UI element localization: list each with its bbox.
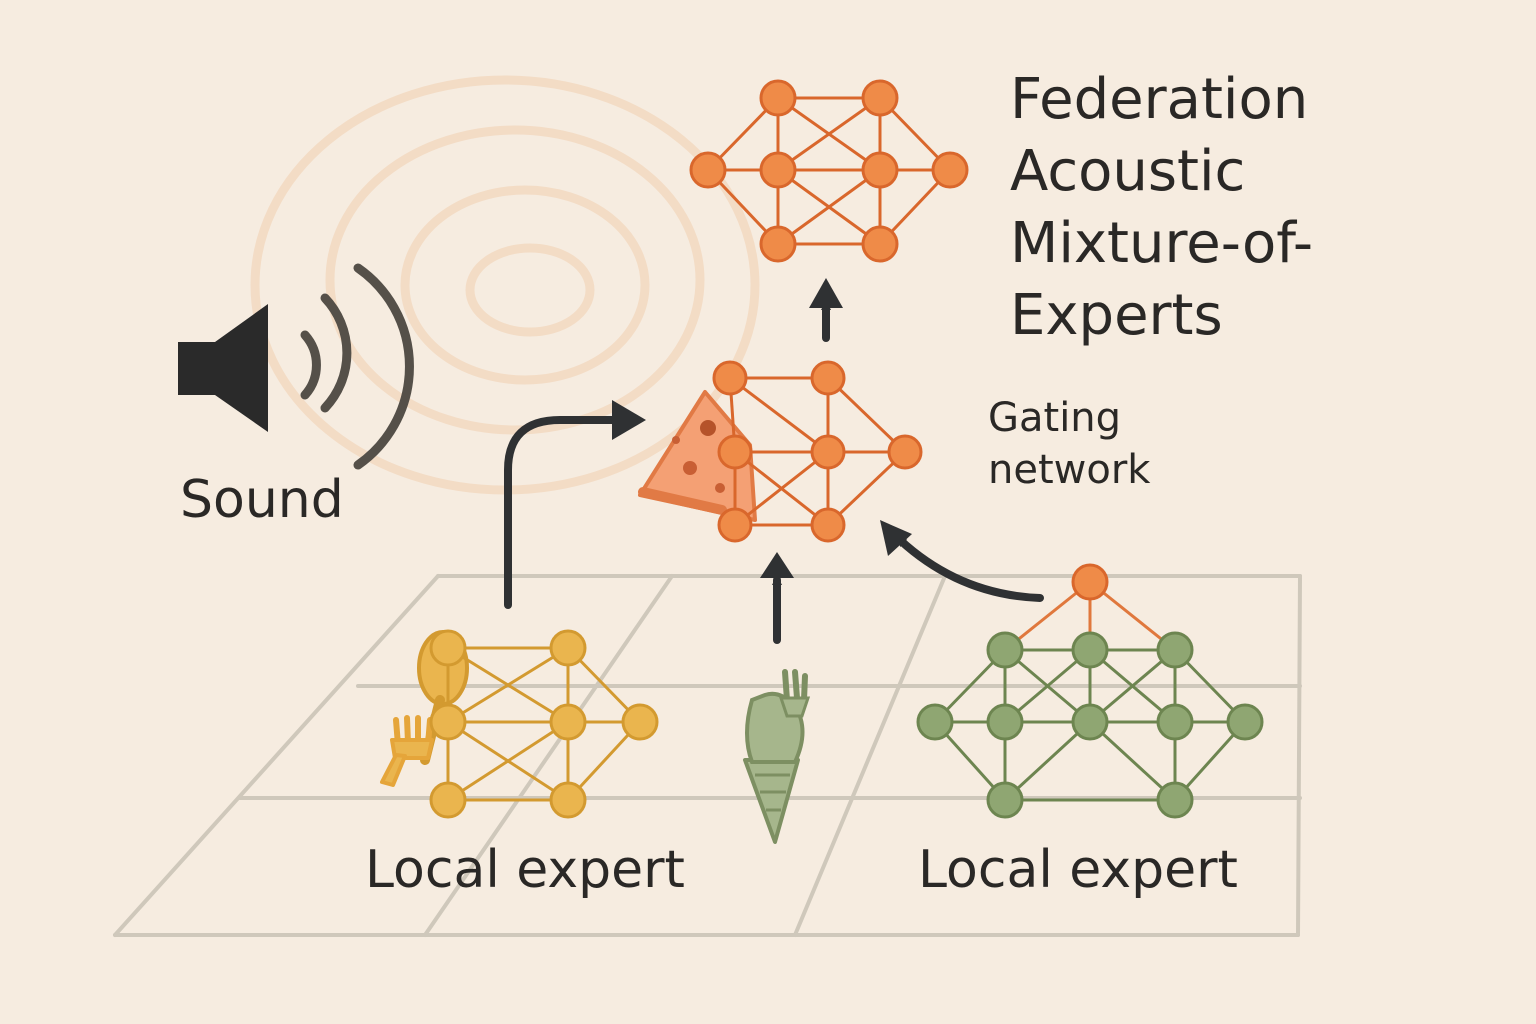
network-node: [1226, 703, 1264, 741]
network-node: [1071, 563, 1109, 601]
network-edge: [777, 96, 881, 172]
sound-label: Sound: [180, 470, 344, 530]
floor-grid: [113, 574, 1302, 937]
network-node: [810, 434, 846, 470]
network-edge: [826, 450, 907, 527]
arrow-left-expert-to-gating: [504, 415, 630, 609]
gating-label-line-2: network: [988, 447, 1151, 493]
speaker-icon: [178, 263, 414, 470]
title-line-1: Federation: [1010, 67, 1309, 132]
network-edge: [1003, 720, 1092, 802]
network-edge: [777, 168, 881, 246]
fork-icon: [380, 715, 434, 787]
local-expert-left-label: Local expert: [365, 840, 685, 900]
network-node: [861, 79, 899, 117]
gating-network-label: Gating network: [988, 392, 1150, 496]
network-edge: [1004, 648, 1091, 724]
network-node: [861, 151, 899, 189]
federation-network: [689, 79, 969, 263]
title-line-2: Acoustic: [1010, 139, 1246, 204]
network-node: [759, 225, 797, 263]
network-edge: [447, 646, 569, 724]
right-local-expert-network: [916, 563, 1264, 819]
local-expert-right-label: Local expert: [918, 840, 1238, 900]
network-node: [1071, 703, 1109, 741]
network-node: [861, 225, 899, 263]
network-edge: [734, 450, 829, 527]
network-edge: [1088, 720, 1177, 802]
network-node: [549, 781, 587, 819]
arrows: [504, 300, 1044, 644]
network-node: [429, 629, 467, 667]
network-node: [759, 151, 797, 189]
network-node: [717, 507, 753, 543]
arrow-right-expert-to-gating: [896, 536, 1044, 602]
title-line-3: Mixture-of-: [1010, 211, 1314, 276]
diagram-title: Federation Acoustic Mixture-of- Experts: [1010, 64, 1313, 352]
network-node: [810, 360, 846, 396]
gating-network: [712, 360, 923, 543]
network-node: [549, 703, 587, 741]
network-node: [986, 781, 1024, 819]
network-node: [986, 703, 1024, 741]
network-node: [916, 703, 954, 741]
network-node: [1156, 781, 1194, 819]
ice-cream-cone-icon: [743, 669, 811, 844]
network-node: [689, 151, 727, 189]
network-node: [549, 629, 587, 667]
network-node: [621, 703, 659, 741]
network-node: [717, 434, 753, 470]
arrowheads: [612, 278, 912, 578]
network-node: [712, 360, 748, 396]
network-node: [429, 703, 467, 741]
network-node: [759, 79, 797, 117]
network-node: [1156, 703, 1194, 741]
network-node: [429, 781, 467, 819]
network-node: [986, 631, 1024, 669]
gating-label-line-1: Gating: [988, 395, 1122, 441]
network-node: [810, 507, 846, 543]
network-edge: [447, 720, 569, 802]
network-node: [931, 151, 969, 189]
network-node: [1071, 631, 1109, 669]
network-edge: [826, 376, 907, 454]
network-node: [1156, 631, 1194, 669]
left-local-expert-network: [429, 629, 659, 819]
network-edge: [1089, 648, 1176, 724]
title-line-4: Experts: [1010, 283, 1223, 348]
network-edge: [729, 376, 829, 454]
network-node: [887, 434, 923, 470]
pizza-slice-icon: [638, 390, 757, 522]
